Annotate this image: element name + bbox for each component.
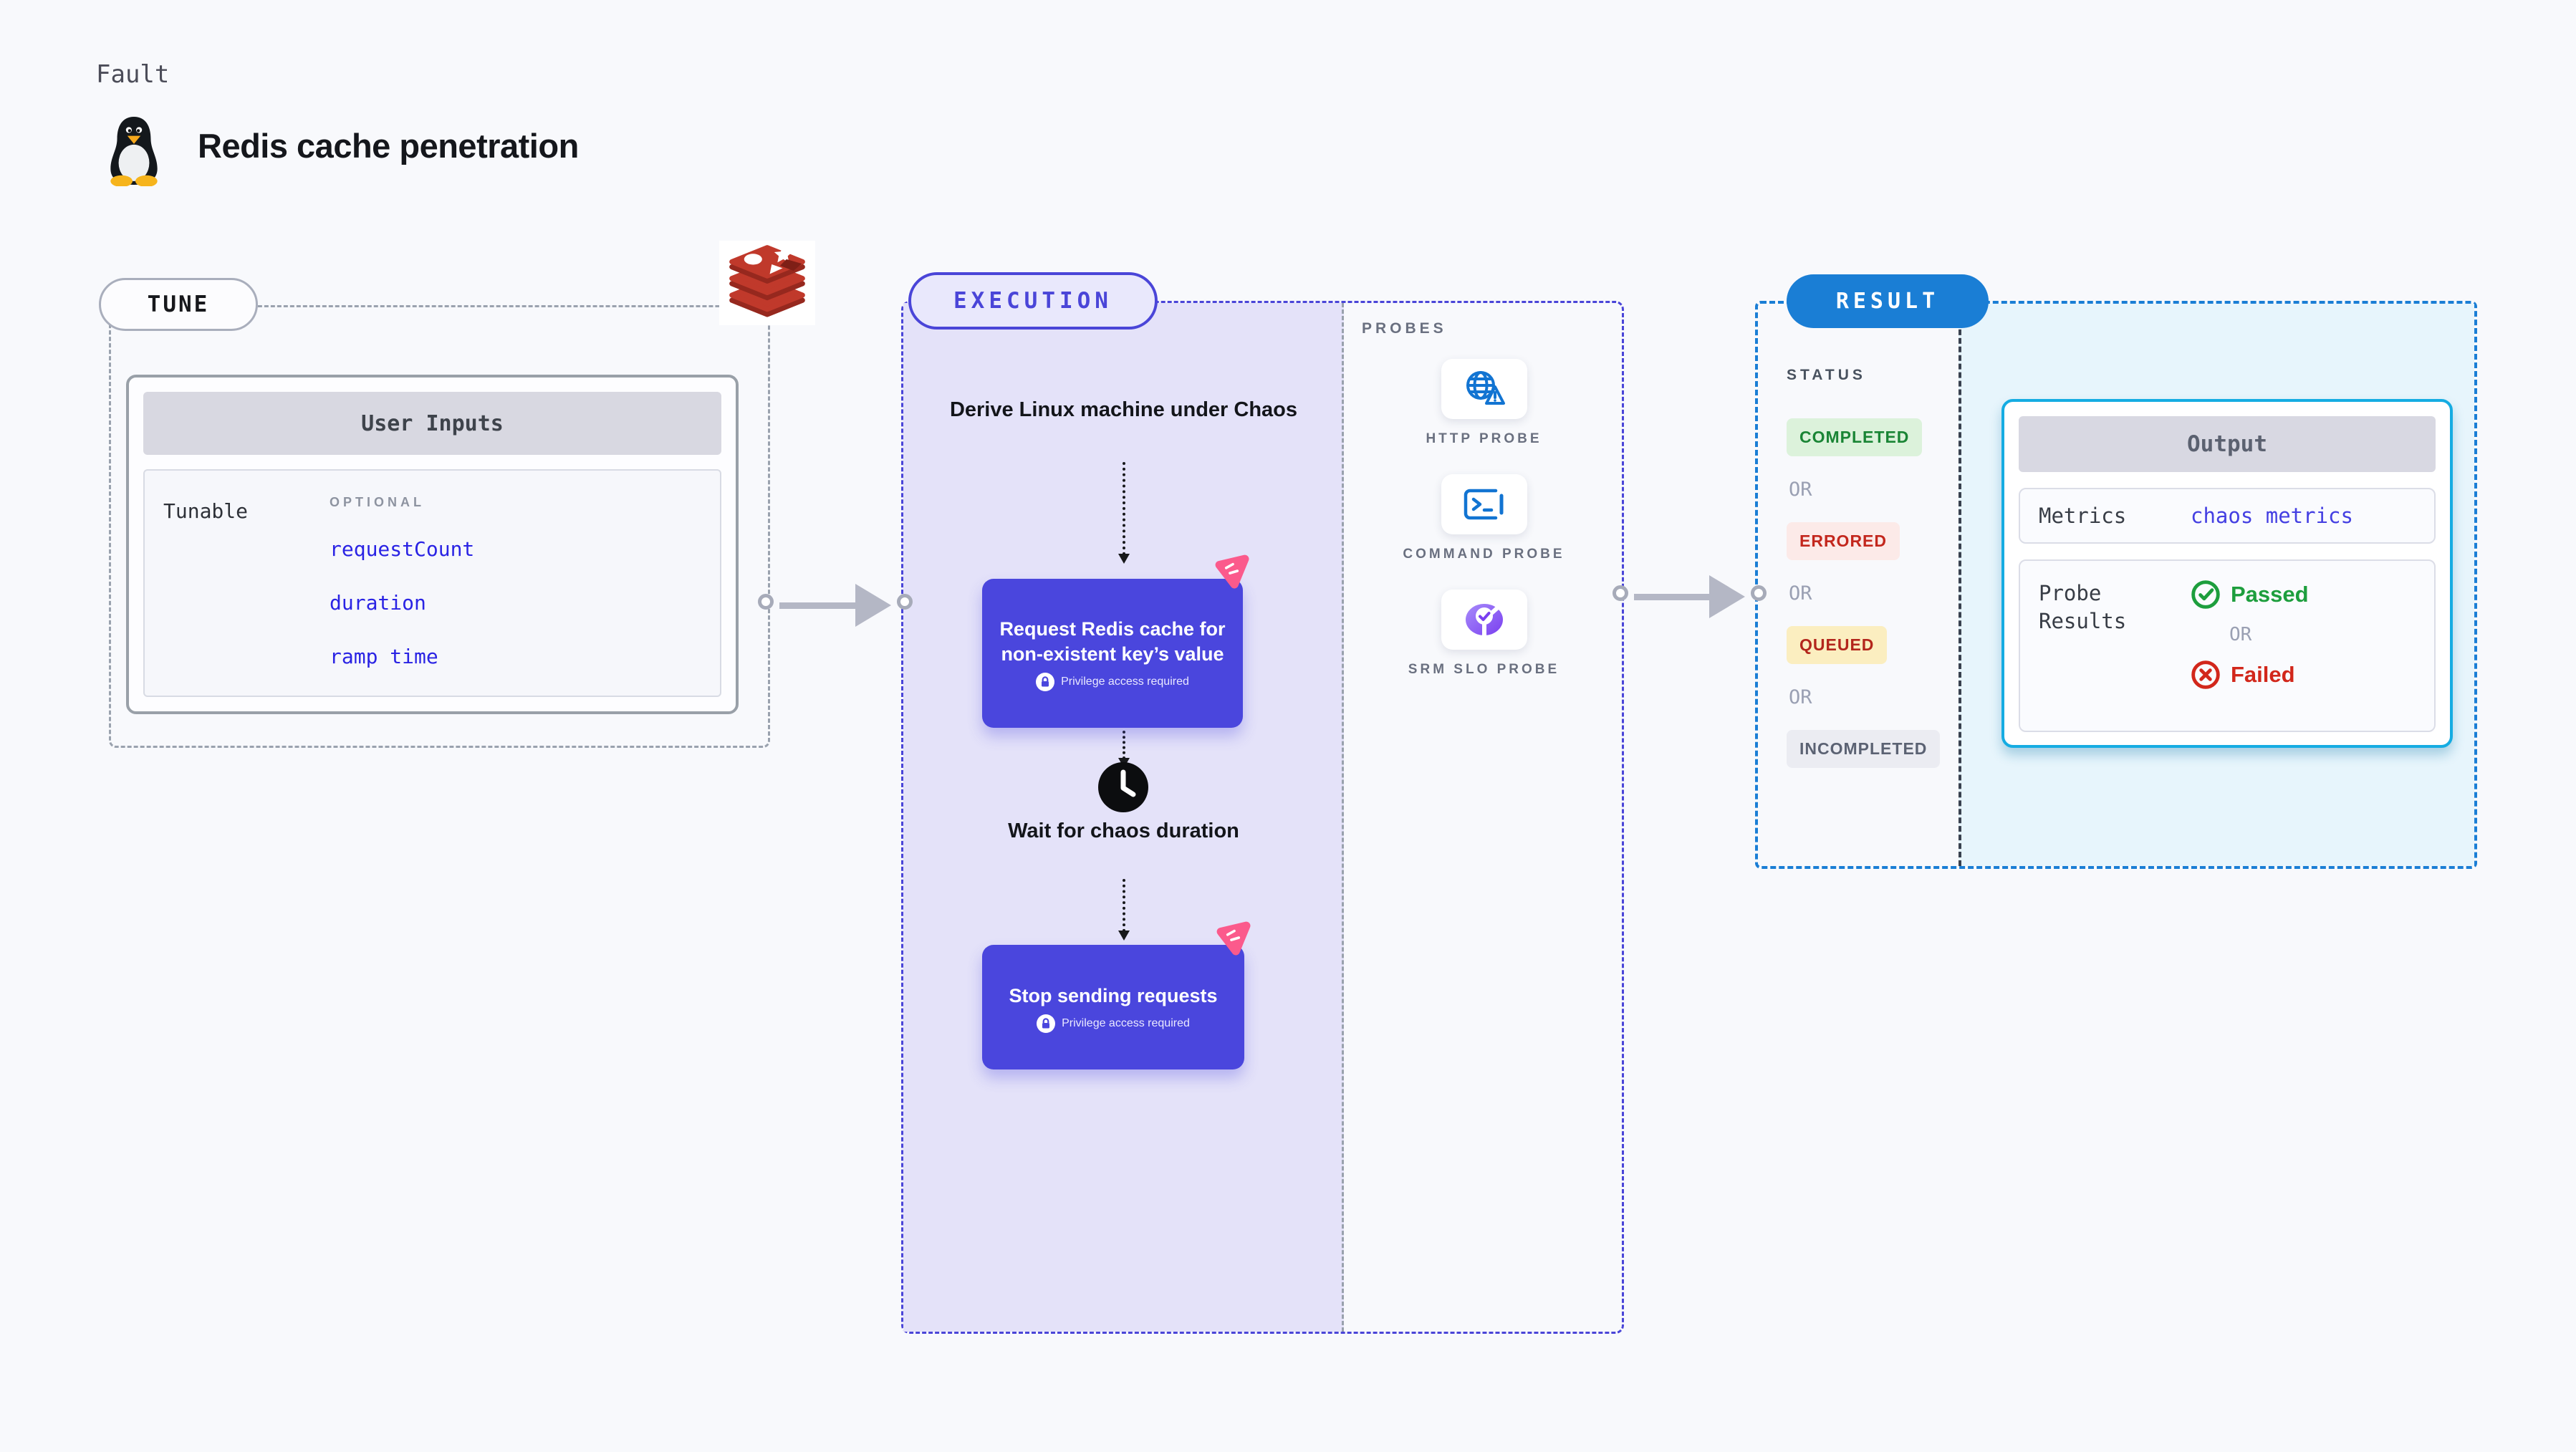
tune-section-outline <box>109 305 770 748</box>
x-circle-icon <box>2191 660 2220 689</box>
failed-text: Failed <box>2231 662 2295 687</box>
connector-port <box>1613 585 1628 601</box>
step-title: Stop sending requests <box>1009 984 1218 1006</box>
http-probe-label: HTTP PROBE <box>1426 431 1542 446</box>
step-title: Request Redis cache for non-existent key… <box>999 618 1226 665</box>
status-column: STATUS COMPLETED OR ERRORED OR QUEUED OR… <box>1787 367 1941 787</box>
arrow-line <box>1634 594 1715 600</box>
connector-port <box>758 594 774 610</box>
terminal-icon <box>1464 489 1503 520</box>
tunable-label: Tunable <box>163 499 249 523</box>
user-inputs-card: User Inputs Tunable OPTIONAL requestCoun… <box>126 375 739 714</box>
flow-dotted-arrow <box>1118 879 1130 941</box>
status-badge-queued: QUEUED <box>1787 626 1888 664</box>
output-card: Output Metrics chaos metrics Probe Resul… <box>2001 399 2453 748</box>
command-probe-label: COMMAND PROBE <box>1403 547 1565 562</box>
page-title: Redis cache penetration <box>198 127 579 165</box>
flow-wait-node: Wait for chaos duration <box>1008 819 1239 842</box>
slo-donut-icon <box>1465 604 1503 637</box>
connector-port <box>897 594 913 610</box>
execution-section-pill[interactable]: EXECUTION <box>908 272 1158 330</box>
param-duration[interactable]: duration <box>330 591 426 615</box>
optional-tag: OPTIONAL <box>330 495 425 509</box>
metrics-label: Metrics <box>2039 503 2127 528</box>
fault-eyebrow: Fault <box>96 60 170 89</box>
clock-icon <box>1098 762 1148 812</box>
privilege-note-text: Privilege access required <box>1061 675 1189 688</box>
output-title: Output <box>2019 416 2436 472</box>
status-badge-incompleted: INCOMPLETED <box>1787 730 1941 768</box>
metrics-row: Metrics chaos metrics <box>2019 488 2436 544</box>
lock-icon <box>1036 673 1055 691</box>
flow-start-node: Derive Linux machine under Chaos <box>949 398 1298 421</box>
status-badge-errored: ERRORED <box>1787 522 1900 560</box>
or-separator: OR <box>1789 582 1812 605</box>
param-request-count[interactable]: requestCount <box>330 537 475 561</box>
status-badge-completed: COMPLETED <box>1787 418 1923 456</box>
privilege-note-text: Privilege access required <box>1062 1016 1190 1029</box>
http-probe-card[interactable] <box>1441 359 1527 419</box>
flow-step-stop-requests[interactable]: Stop sending requests Privilege access r… <box>982 945 1244 1069</box>
globe-warning-icon <box>1466 371 1505 405</box>
arrow-line <box>779 602 861 609</box>
flow-dotted-arrow <box>1118 731 1130 768</box>
execution-section-outline: Derive Linux machine under Chaos Request… <box>901 301 1624 1334</box>
passed-line: Passed <box>2191 580 2309 610</box>
execution-flow-area: Derive Linux machine under Chaos Request… <box>903 303 1344 1332</box>
arrow-head <box>855 584 891 627</box>
flow-step-request-redis[interactable]: Request Redis cache for non-existent key… <box>982 579 1243 728</box>
passed-text: Passed <box>2231 582 2309 607</box>
connector-port <box>1751 585 1767 601</box>
status-label: STATUS <box>1787 367 1866 383</box>
redis-logo-wrap <box>719 241 815 325</box>
arrow-head <box>1709 575 1745 618</box>
redis-logo-icon <box>729 245 805 317</box>
chaos-metrics-link[interactable]: chaos metrics <box>2191 504 2353 528</box>
privilege-note: Privilege access required <box>1037 1014 1190 1033</box>
user-inputs-title: User Inputs <box>143 392 721 455</box>
result-section-pill[interactable]: RESULT <box>1787 274 1989 328</box>
probes-panel: PROBES HTTP PROBE <box>1346 303 1622 1332</box>
tune-to-execution-arrow <box>758 584 913 627</box>
failed-line: Failed <box>2191 660 2309 690</box>
litmus-chaos-icon <box>1215 554 1249 589</box>
probes-label: PROBES <box>1362 320 1447 337</box>
litmus-chaos-icon <box>1216 921 1251 956</box>
or-separator: OR <box>2229 624 2252 645</box>
linux-tux-icon <box>110 117 158 186</box>
srm-slo-probe-label: SRM SLO PROBE <box>1408 662 1560 677</box>
probe-results-label: Probe Results <box>2039 581 2127 633</box>
or-separator: OR <box>1789 478 1812 501</box>
flow-dotted-arrow <box>1118 462 1130 564</box>
command-probe-card[interactable] <box>1441 474 1527 534</box>
result-section-outline: STATUS COMPLETED OR ERRORED OR QUEUED OR… <box>1755 301 2477 869</box>
check-circle-icon <box>2191 580 2220 609</box>
lock-icon <box>1037 1014 1056 1033</box>
or-separator: OR <box>1789 686 1812 708</box>
tune-section-pill[interactable]: TUNE <box>99 278 258 331</box>
user-inputs-body: Tunable OPTIONAL requestCount duration r… <box>143 469 721 697</box>
srm-slo-probe-card[interactable] <box>1441 590 1527 650</box>
privilege-note: Privilege access required <box>1036 673 1189 691</box>
probe-results-row: Probe Results Passed OR <box>2019 559 2436 732</box>
execution-to-result-arrow <box>1613 575 1767 618</box>
param-ramp-time[interactable]: ramp time <box>330 645 438 668</box>
